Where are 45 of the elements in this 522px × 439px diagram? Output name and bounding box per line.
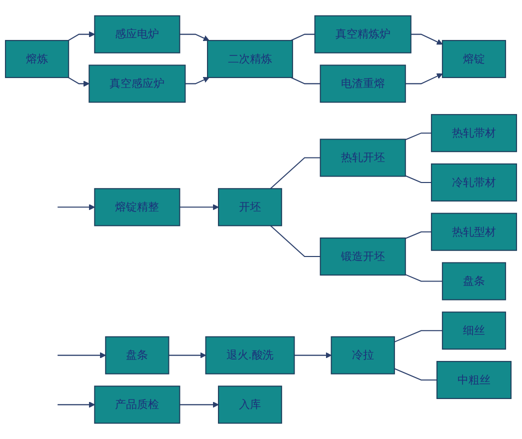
node-box: 产品质检 — [94, 386, 180, 424]
node-box: 入库 — [218, 386, 282, 424]
arrow — [185, 77, 210, 84]
connector — [270, 225, 320, 258]
node-box: 冷拉 — [330, 336, 395, 374]
arrow — [58, 402, 95, 408]
arrow — [58, 352, 106, 358]
connector — [290, 34, 315, 41]
node-box: 盘条 — [105, 336, 170, 374]
node-box: 真空感应炉 — [88, 64, 186, 103]
node-box: 细丝 — [442, 312, 506, 350]
arrow — [180, 204, 219, 210]
node-box: 冷轧带材 — [430, 163, 518, 202]
connector — [290, 77, 320, 84]
node-box: 熔炼 — [4, 40, 70, 78]
node-box: 热轧带材 — [430, 114, 518, 152]
connector — [270, 157, 320, 190]
arrow — [410, 34, 443, 45]
arrow — [68, 77, 90, 87]
arrow — [180, 402, 219, 408]
node-box: 热轧型材 — [430, 212, 518, 251]
connector — [405, 175, 432, 183]
node-box: 二次精炼 — [207, 40, 294, 78]
connector — [405, 274, 442, 282]
node-box: 盘条 — [442, 262, 506, 300]
arrow — [68, 31, 95, 41]
node-box: 真空精炼炉 — [314, 15, 412, 54]
connector — [405, 132, 432, 140]
arrow — [180, 34, 210, 41]
connector — [394, 330, 442, 342]
node-box: 热轧开坯 — [320, 138, 406, 177]
arrow — [58, 204, 95, 210]
node-box: 熔锭精整 — [94, 188, 180, 226]
node-box: 开坯 — [218, 188, 282, 226]
node-box: 熔锭 — [442, 40, 506, 78]
arrow — [168, 352, 206, 358]
node-box: 中粗丝 — [436, 360, 512, 400]
arrow — [294, 352, 332, 358]
arrow — [405, 73, 443, 84]
connector — [394, 368, 437, 380]
connector — [405, 231, 432, 239]
node-box: 锻造开坯 — [320, 238, 406, 276]
node-box: 退火.酸洗 — [205, 336, 295, 374]
node-box: 电渣重熔 — [320, 64, 406, 103]
node-box: 感应电炉 — [94, 15, 180, 54]
